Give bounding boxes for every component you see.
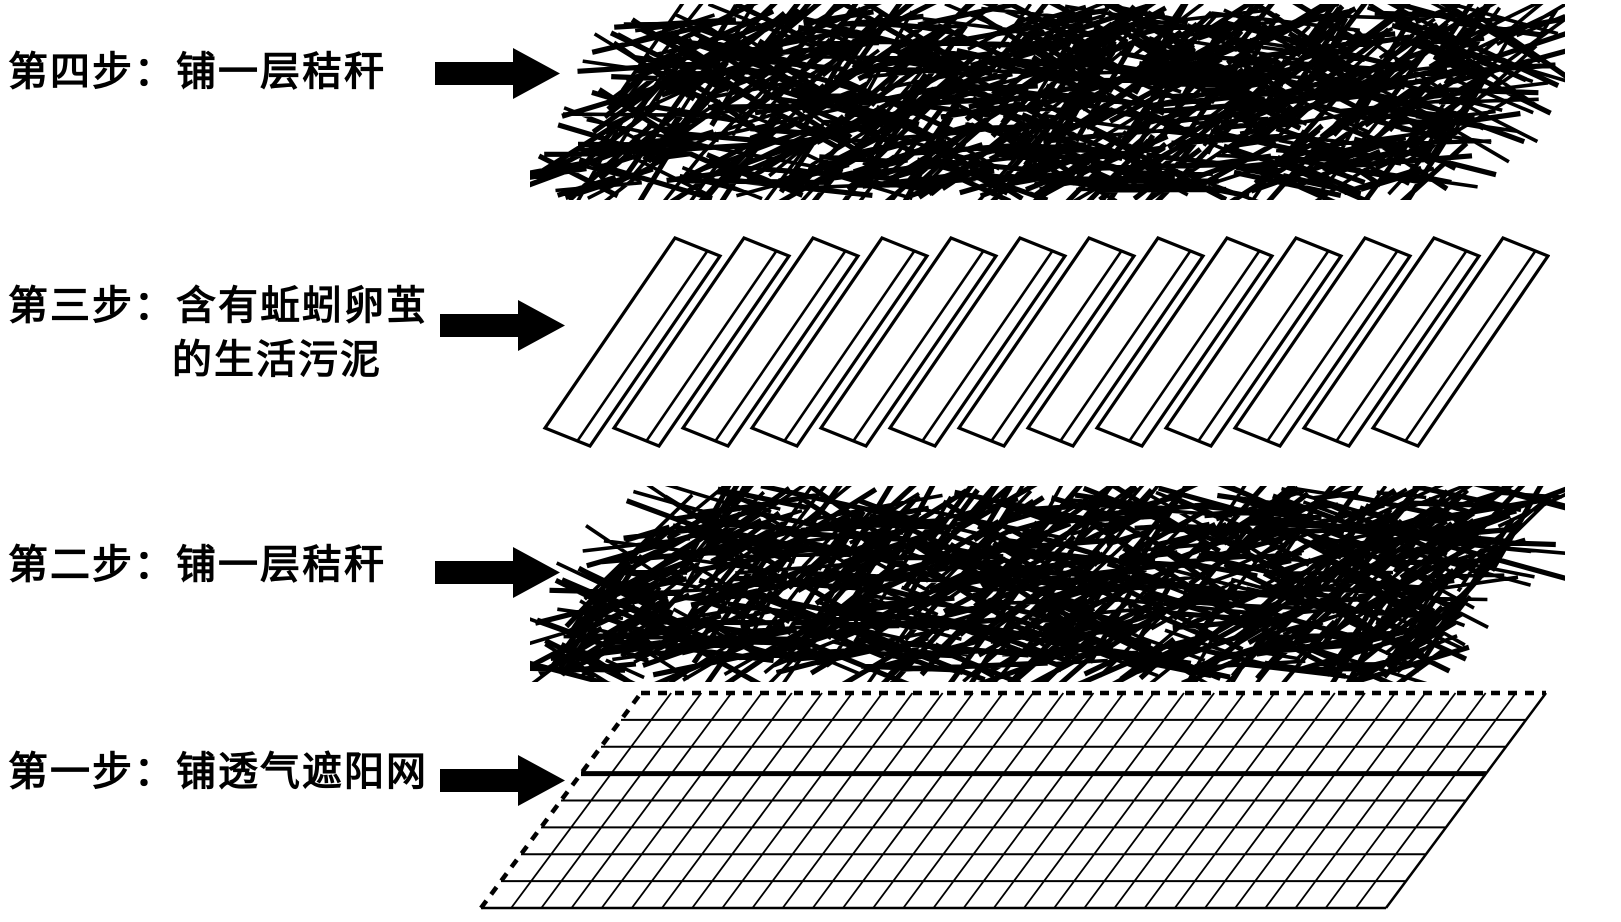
shade-net-layer-graphic-step1: [479, 690, 1548, 910]
right-arrow-icon: [435, 48, 560, 99]
right-arrow-shape: [435, 547, 560, 598]
right-arrow-shape: [440, 300, 565, 351]
right-arrow-icon: [435, 547, 560, 598]
straw-layer-graphic-step2: [530, 486, 1565, 682]
right-arrow-icon: [440, 300, 565, 351]
step1-label: 第一步：铺透气遮阳网: [8, 750, 428, 794]
right-arrow-icon: [440, 755, 565, 806]
straw-layer-graphic-step4: [530, 4, 1565, 200]
step3-label-line2: 的生活污泥: [172, 338, 382, 382]
step3-label-line1: 第三步：含有蚯蚓卵茧: [8, 284, 428, 328]
step2-label: 第二步：铺一层秸秆: [8, 543, 386, 587]
sludge-slab-layer-graphic-step3: [542, 236, 1550, 448]
step4-label: 第四步：铺一层秸秆: [8, 50, 386, 94]
right-arrow-shape: [440, 755, 565, 806]
right-arrow-shape: [435, 48, 560, 99]
